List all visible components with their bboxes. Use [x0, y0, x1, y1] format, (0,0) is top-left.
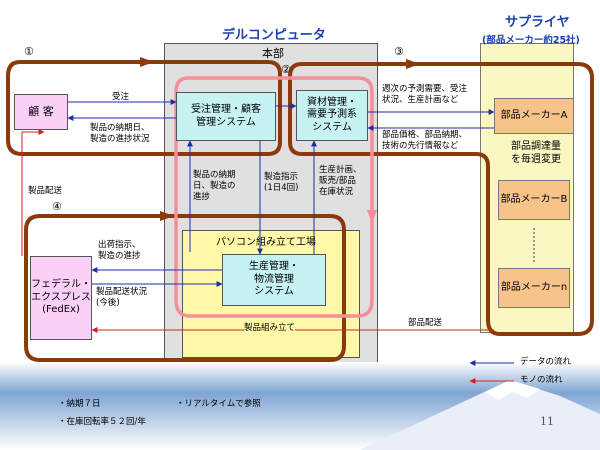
page-number: 11: [540, 415, 554, 428]
order-label: 受注: [112, 92, 130, 102]
plan-inventory-label: 生産計画、 販売/部品 在庫状況: [319, 165, 362, 198]
ship-instruction-label: 出荷指示、 製造の進捗: [98, 240, 141, 262]
product-delivery-label: 製品配送: [28, 186, 63, 196]
loop-number-2: ②: [281, 63, 291, 76]
customer-box[interactable]: 顧 客: [14, 94, 68, 130]
arrow-product-delivery: [21, 129, 45, 256]
procurement-note: 部品調達量 を毎週変更: [511, 141, 561, 165]
parts-delivery-label: 部品配送: [408, 318, 443, 328]
maker-n-box[interactable]: 部品メーカーn: [498, 268, 570, 308]
material-system-label: 資材管理・ 需要予測系 システム: [307, 96, 357, 133]
dell-title: デルコンピュータ: [222, 28, 326, 43]
loop-4: [24, 214, 346, 362]
loop-4-arrowhead: [160, 211, 174, 221]
legend-data-label: データの流れ: [520, 357, 572, 367]
production-system-box[interactable]: 生産管理・ 物流管理 システム: [222, 254, 326, 306]
loop-1-arrowhead: [140, 57, 154, 67]
loop-1: [6, 60, 282, 156]
maker-b-label: 部品メーカーB: [500, 193, 568, 205]
product-status-label: 製品の納期日、 製造の進捗状況: [90, 123, 150, 145]
maker-a-label: 部品メーカーA: [500, 109, 568, 121]
loop-2-arrowhead: [367, 210, 377, 224]
loop-number-4: ④: [52, 200, 62, 213]
legend-goods-label: モノの流れ: [520, 375, 563, 385]
maker-n-label: 部品メーカーn: [500, 281, 568, 293]
production-system-label: 生産管理・ 物流管理 システム: [249, 261, 299, 298]
maker-b-box[interactable]: 部品メーカーB: [498, 180, 570, 220]
mfg-instruction-label: 製造指示 (1日4回): [264, 172, 299, 194]
loop-2: [174, 76, 374, 318]
order-system-box[interactable]: 受注管理・顧客 管理システム: [176, 92, 276, 141]
assembly-label: 製品組み立て: [244, 323, 296, 335]
order-system-label: 受注管理・顧客 管理システム: [191, 104, 261, 128]
mountain-decoration: [0, 362, 600, 450]
supplier-title: サプライヤ: [505, 15, 570, 30]
loop-3: [288, 62, 594, 336]
maker-a-box[interactable]: 部品メーカーA: [494, 98, 574, 134]
supplier-subtitle: (部品メーカー約25社): [482, 35, 580, 46]
parts-price-label: 部品価格、部品納期、 技術の先行情報など: [382, 130, 468, 152]
turnover-note: ・在庫回転率５２回/年: [58, 417, 146, 427]
honbu-label: 本部: [262, 47, 284, 60]
realtime-note: ・リアルタイムで参照: [176, 399, 261, 409]
delivery-status-fedex-label: 製品配送状況 (今後): [96, 287, 148, 309]
loop-number-3: ③: [394, 45, 404, 58]
fedex-label: フェデラル・ エクスプレス (FedEx): [31, 279, 91, 316]
loop-3-arrowhead: [406, 59, 420, 69]
lead-time-note: ・納期７日: [58, 399, 101, 409]
material-system-box[interactable]: 資材管理・ 需要予測系 システム: [296, 90, 368, 141]
loop-number-1: ①: [24, 45, 34, 58]
factory-label: パソコン組み立て工場: [216, 237, 316, 248]
delivery-status-mid-label: 製品の納期 日、製造の 進捗: [193, 170, 236, 203]
weekly-forecast-label: 週次の予測需要、受注 状況、生産計画など: [382, 84, 468, 106]
customer-label: 顧 客: [28, 105, 54, 119]
fedex-box[interactable]: フェデラル・ エクスプレス (FedEx): [30, 256, 92, 340]
